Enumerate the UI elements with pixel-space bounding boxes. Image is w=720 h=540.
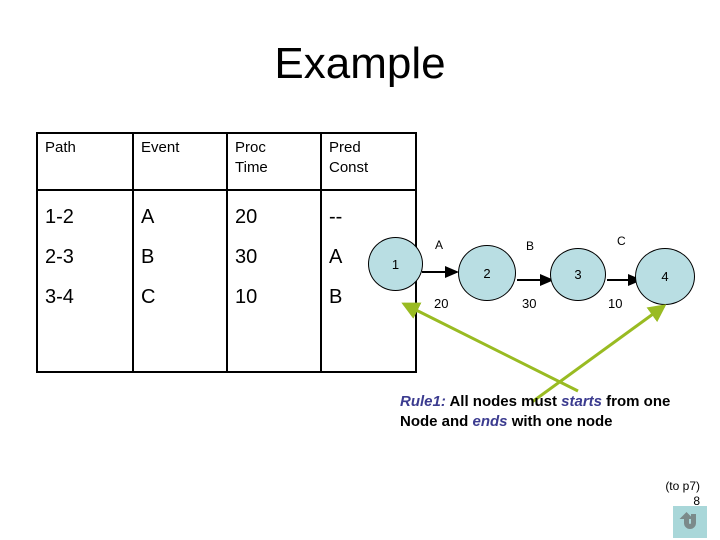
node-3-label: 3 <box>574 267 582 282</box>
header-proc-line2: Time <box>235 159 268 176</box>
annotation-arrows <box>401 302 667 404</box>
return-button[interactable] <box>673 506 707 538</box>
node-1-label: 1 <box>391 256 400 272</box>
cell-pred-const-2: A <box>329 246 343 268</box>
cell-pred-const-3: B <box>329 286 343 308</box>
edge-label-b: B <box>526 239 535 253</box>
table-header-row: Path Event Proc Time Pred Const <box>36 132 417 191</box>
rule-segment-3: Node and <box>400 413 473 430</box>
rule-segment-4: with one node <box>507 413 613 430</box>
table-body: 1-2 2-3 3-4 A B C 20 30 10 -- A B <box>36 189 417 373</box>
table-header: Path Event Proc Time Pred Const <box>36 132 417 191</box>
cell-proc-time-3: 10 <box>235 286 258 308</box>
cell-event-1: A <box>141 206 155 228</box>
u-turn-arrow-icon <box>679 512 696 529</box>
cell-event-3: C <box>141 286 156 308</box>
diagram-arrows-svg <box>422 266 642 286</box>
rule-keyword-starts: starts <box>561 393 602 410</box>
column-header-pred-const: Pred Const <box>320 132 417 191</box>
page-title: Example <box>274 39 446 88</box>
edge-weight-30: 30 <box>522 296 537 311</box>
rule-label: Rule1: <box>400 393 446 410</box>
diagram-node-2[interactable]: 2 <box>458 245 516 301</box>
page-number: 8 <box>693 494 700 508</box>
end-node-pointer-arrow <box>531 304 667 404</box>
edge-weight-10: 10 <box>608 296 623 311</box>
cell-proc-time-1: 20 <box>235 206 258 228</box>
start-node-pointer-arrow <box>401 302 579 393</box>
header-event-line1: Event <box>141 139 180 156</box>
node-4-label: 4 <box>661 269 669 284</box>
node-2-label: 2 <box>483 265 491 281</box>
cell-path-2: 2-3 <box>45 246 74 268</box>
footer-note: (to p7) <box>665 479 700 493</box>
header-path-line1: Path <box>45 139 76 156</box>
diagram-node-1[interactable]: 1 <box>368 237 423 291</box>
header-pred-line1: Pred <box>329 139 361 156</box>
rule-segment-2: from one <box>602 393 671 410</box>
header-pred-line2: Const <box>329 159 369 176</box>
column-header-path: Path <box>36 132 134 191</box>
edge-label-a: A <box>435 238 444 252</box>
table-row: 1-2 2-3 3-4 A B C 20 30 10 -- A B <box>36 189 417 373</box>
cell-path-3: 3-4 <box>45 286 74 308</box>
cell-path-1: 1-2 <box>45 206 74 228</box>
cell-pred-const-1: -- <box>329 206 343 228</box>
cell-proc-time-column: 20 30 10 <box>226 189 322 373</box>
cell-event-column: A B C <box>132 189 228 373</box>
rule-keyword-ends: ends <box>472 413 508 430</box>
diagram-node-3[interactable]: 3 <box>550 248 606 301</box>
column-header-event: Event <box>132 132 228 191</box>
edge-label-c: C <box>617 234 626 248</box>
network-diagram: 1 2 3 4 A B C 20 30 10 <box>362 222 708 322</box>
cell-proc-time-2: 30 <box>235 246 258 268</box>
edge-weight-20: 20 <box>434 296 449 311</box>
header-proc-line1: Proc <box>235 139 266 156</box>
rule-segment-1: All nodes must <box>445 393 562 410</box>
schedule-table: Path Event Proc Time Pred Const 1-2 <box>36 132 417 373</box>
cell-path-column: 1-2 2-3 3-4 <box>36 189 134 373</box>
cell-event-2: B <box>141 246 155 268</box>
column-header-proc-time: Proc Time <box>226 132 322 191</box>
